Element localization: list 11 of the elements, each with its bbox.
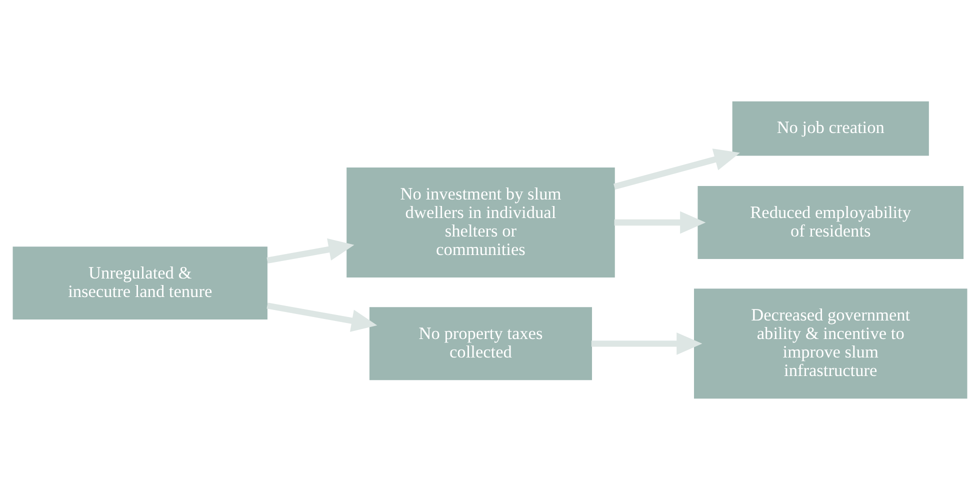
node-box: Reduced employability of residents: [698, 186, 964, 258]
node-box: No property taxes collected: [369, 306, 592, 380]
node-box: Unregulated & insecutre land tenure: [12, 246, 268, 320]
node-box: No job creation: [732, 100, 929, 156]
arrow: [614, 210, 706, 234]
arrow: [614, 148, 740, 190]
arrow: [266, 238, 354, 264]
arrow: [591, 332, 702, 354]
arrow: [266, 302, 378, 332]
node-box: No investment by slum dwellers in individual shelters or communities: [346, 166, 615, 277]
node-box: Decreased government ability & incentive to improve slum infrastructure: [694, 288, 968, 398]
